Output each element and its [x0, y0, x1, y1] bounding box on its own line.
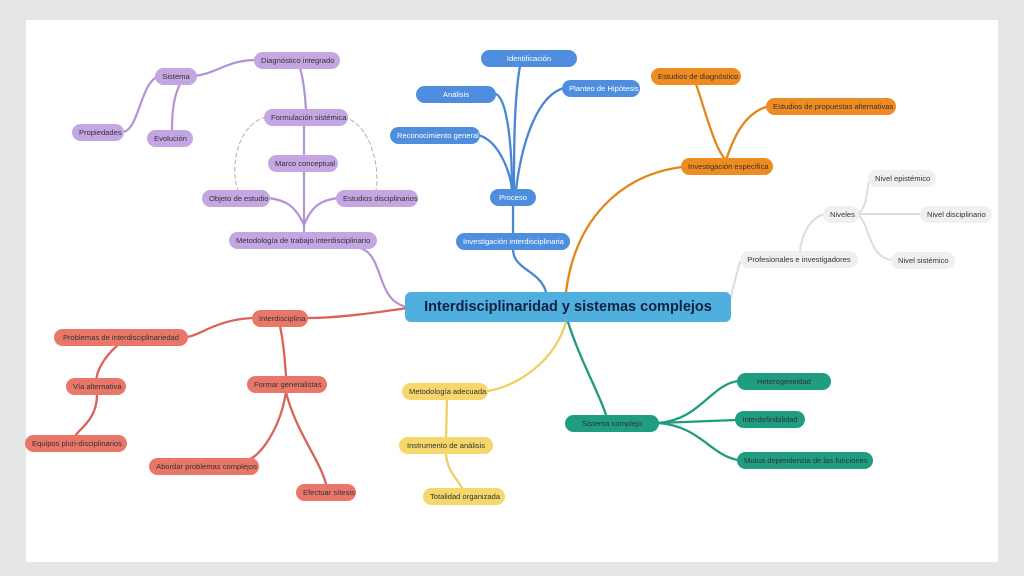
link-teal	[656, 418, 738, 425]
node-abordar-problemas[interactable]: Abordar problemas complejos	[149, 458, 259, 475]
link-blue	[476, 133, 514, 192]
link-orange	[564, 165, 684, 294]
link-red	[284, 390, 328, 486]
node-analisis[interactable]: Análisis	[416, 86, 496, 103]
link-purple	[302, 196, 340, 227]
node-equipos-pluridisciplinarios[interactable]: Equipos pluri-disciplinarios	[25, 435, 127, 452]
node-proceso[interactable]: Proceso	[490, 189, 536, 206]
link-purple	[266, 196, 306, 227]
node-estudios-diagnostico[interactable]: Estudios de diagnóstico	[651, 68, 741, 85]
link-blue	[512, 64, 522, 192]
node-formulacion-sistemica[interactable]: Formulación sistémica	[264, 109, 348, 126]
node-objeto-de-estudio[interactable]: Objeto de estudio	[202, 190, 270, 207]
node-interdisciplina[interactable]: Interdisciplina	[252, 310, 308, 327]
link-red	[184, 316, 254, 339]
link-teal	[656, 421, 740, 462]
node-sistema-complejo[interactable]: Sistema complejo	[565, 415, 659, 432]
link-blue	[494, 92, 514, 192]
central-topic[interactable]: Interdisciplinaridad y sistemas complejo…	[405, 292, 731, 322]
link-red	[278, 324, 288, 378]
node-investigacion-interdisciplinaria[interactable]: Investigación interdisciplinaria	[456, 233, 570, 250]
node-efectuar-sintesis[interactable]: Efectuar sítesis	[296, 484, 356, 501]
link-purple	[298, 66, 308, 111]
node-nivel-disciplinario[interactable]: Nivel disciplinario	[920, 206, 992, 223]
link-red	[248, 390, 288, 461]
node-profesionales-investigadores[interactable]: Profesionales e investigadores	[740, 251, 858, 268]
link-grey	[730, 261, 741, 299]
node-metodologia-adecuada[interactable]: Metodología adecuada	[402, 383, 488, 400]
node-estudios-propuestas[interactable]: Estudios de propuestas alternativas	[766, 98, 896, 115]
link-red	[74, 393, 99, 437]
link-teal	[656, 379, 740, 425]
link-red	[95, 343, 120, 382]
node-formar-generalistas[interactable]: Formar generalistas	[247, 376, 327, 393]
node-planteo-hipotesis[interactable]: Planteo de Hipótesis	[562, 80, 640, 97]
link-purple	[120, 74, 164, 134]
link-purple-dashed	[234, 116, 267, 191]
node-niveles[interactable]: Niveles	[823, 206, 859, 223]
link-grey	[856, 213, 893, 261]
link-red	[306, 306, 410, 320]
node-instrumento-analisis[interactable]: Instrumento de análisis	[399, 437, 493, 454]
link-grey	[799, 213, 825, 253]
node-identificacion[interactable]: Identificación	[481, 50, 577, 67]
node-problemas-interdisciplinariedad[interactable]: Problemas de interdisciplinariedad	[54, 329, 188, 346]
link-orange	[694, 82, 728, 162]
node-mutua-dependencia[interactable]: Mutua dependencia de las funciones	[737, 452, 873, 469]
link-yellow	[444, 450, 464, 490]
node-nivel-epistemico[interactable]: Nivel epistémico	[868, 170, 936, 187]
node-estudios-disciplinarios[interactable]: Estudios disciplinarios	[336, 190, 418, 207]
link-purple	[358, 246, 410, 309]
link-yellow	[444, 398, 449, 439]
link-blue	[514, 86, 566, 192]
node-heterogeneidad[interactable]: Heterogeneidad	[737, 373, 831, 390]
node-totalidad-organizada[interactable]: Totalidad organizada	[423, 488, 505, 505]
node-nivel-sistemico[interactable]: Nivel sistémico	[891, 252, 955, 269]
link-blue	[511, 247, 548, 294]
node-metodologia-trabajo[interactable]: Metodología de trabajo interdisciplinari…	[229, 232, 377, 249]
node-reconocimiento-general[interactable]: Reconocimiento general	[390, 127, 480, 144]
link-teal	[566, 320, 608, 417]
node-via-alternativa[interactable]: Vía alternativa	[66, 378, 126, 395]
node-sistema[interactable]: Sistema	[155, 68, 197, 85]
node-propiedades[interactable]: Propiedades	[72, 124, 124, 141]
link-orange	[724, 104, 772, 162]
node-evolucion[interactable]: Evolución	[147, 130, 193, 147]
link-purple	[170, 82, 182, 132]
node-marco-conceptual[interactable]: Marco conceptual	[268, 155, 338, 172]
link-yellow	[486, 320, 568, 393]
node-investigacion-especifica[interactable]: Investigación específica	[681, 158, 773, 175]
link-purple-dashed	[343, 116, 378, 191]
link-purple	[188, 58, 258, 78]
node-diagnostico-integrado[interactable]: Diagnóstico integrado	[254, 52, 340, 69]
node-interdefinibilidad[interactable]: Interdefinibilidad	[735, 411, 805, 428]
